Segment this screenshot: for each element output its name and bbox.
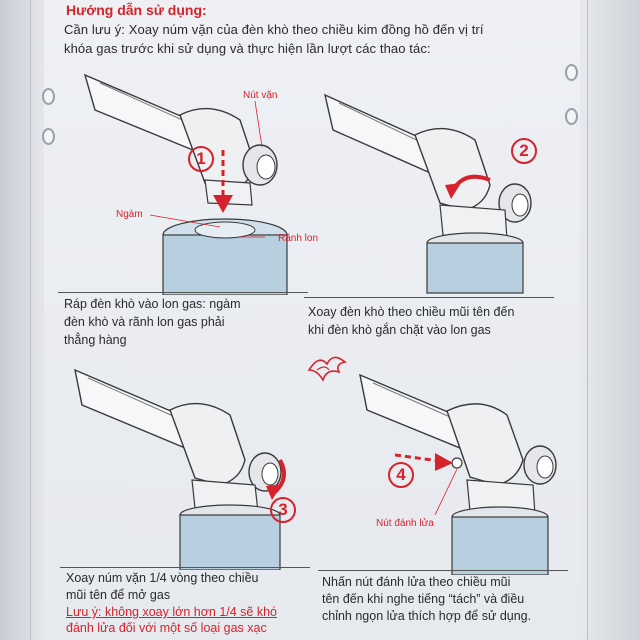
step4-caption-2: tên đến khi nghe tiếng “tách” và điều bbox=[322, 592, 525, 606]
left-edge bbox=[0, 0, 44, 640]
intro-line-1: Cần lưu ý: Xoay núm vặn của đèn khò theo… bbox=[64, 22, 484, 37]
groove-label: Rãnh lon bbox=[278, 233, 319, 244]
divider bbox=[60, 567, 310, 568]
step3-warning-2: đánh lửa đối với một số loại gas xạc bbox=[66, 621, 267, 635]
step4-number: 4 bbox=[388, 462, 414, 488]
step1-caption-3: thẳng hàng bbox=[64, 333, 127, 347]
step4-caption-3: chỉnh ngọn lửa thích hợp để sử dụng. bbox=[322, 609, 532, 623]
step4-caption-1: Nhấn nút đánh lửa theo chiều mũi bbox=[322, 575, 511, 589]
knob-label: Nút vặn bbox=[243, 90, 278, 101]
step3-caption-2: mũi tên để mở gas bbox=[66, 588, 171, 602]
right-edge bbox=[580, 0, 640, 640]
step2-number: 2 bbox=[511, 138, 537, 164]
step3-illustration bbox=[74, 368, 286, 570]
step3-caption-1: Xoay núm vặn 1/4 vòng theo chiều bbox=[66, 571, 259, 585]
step3-number: 3 bbox=[270, 497, 296, 523]
step3-warning-1: Lưu ý: không xoay lớn hơn 1/4 sẽ khó bbox=[66, 604, 277, 620]
divider bbox=[318, 570, 568, 571]
step1-number: 1 bbox=[188, 146, 214, 172]
step1-caption-1: Ráp đèn khò vào lon gas: ngàm bbox=[64, 297, 241, 311]
instructions-heading: Hướng dẫn sử dụng: bbox=[66, 2, 207, 18]
hanger-hole bbox=[565, 108, 578, 125]
plastic-sleeve bbox=[30, 0, 588, 640]
flame-icon bbox=[307, 356, 347, 382]
intro-line-2: khóa gas trước khi sử dụng và thực hiện … bbox=[64, 41, 431, 56]
igniter-label: Nút đánh lửa bbox=[376, 518, 434, 529]
hanger-hole bbox=[42, 88, 55, 105]
step2-caption-1: Xoay đèn khò theo chiều mũi tên đến bbox=[308, 305, 515, 319]
hanger-hole bbox=[42, 128, 55, 145]
warning-text: Lưu ý: không xoay lớn hơn 1/4 sẽ khó bbox=[66, 605, 277, 619]
slot-label: Ngàm bbox=[116, 209, 143, 220]
step1-caption-2: đèn khò và rãnh lon gas phải bbox=[64, 315, 225, 329]
step4-illustration bbox=[359, 373, 557, 575]
divider bbox=[304, 297, 554, 298]
step2-caption-2: khi đèn khò gắn chặt vào lon gas bbox=[308, 323, 491, 337]
divider bbox=[58, 292, 308, 293]
step2-illustration bbox=[324, 93, 532, 294]
hanger-hole bbox=[565, 64, 578, 81]
